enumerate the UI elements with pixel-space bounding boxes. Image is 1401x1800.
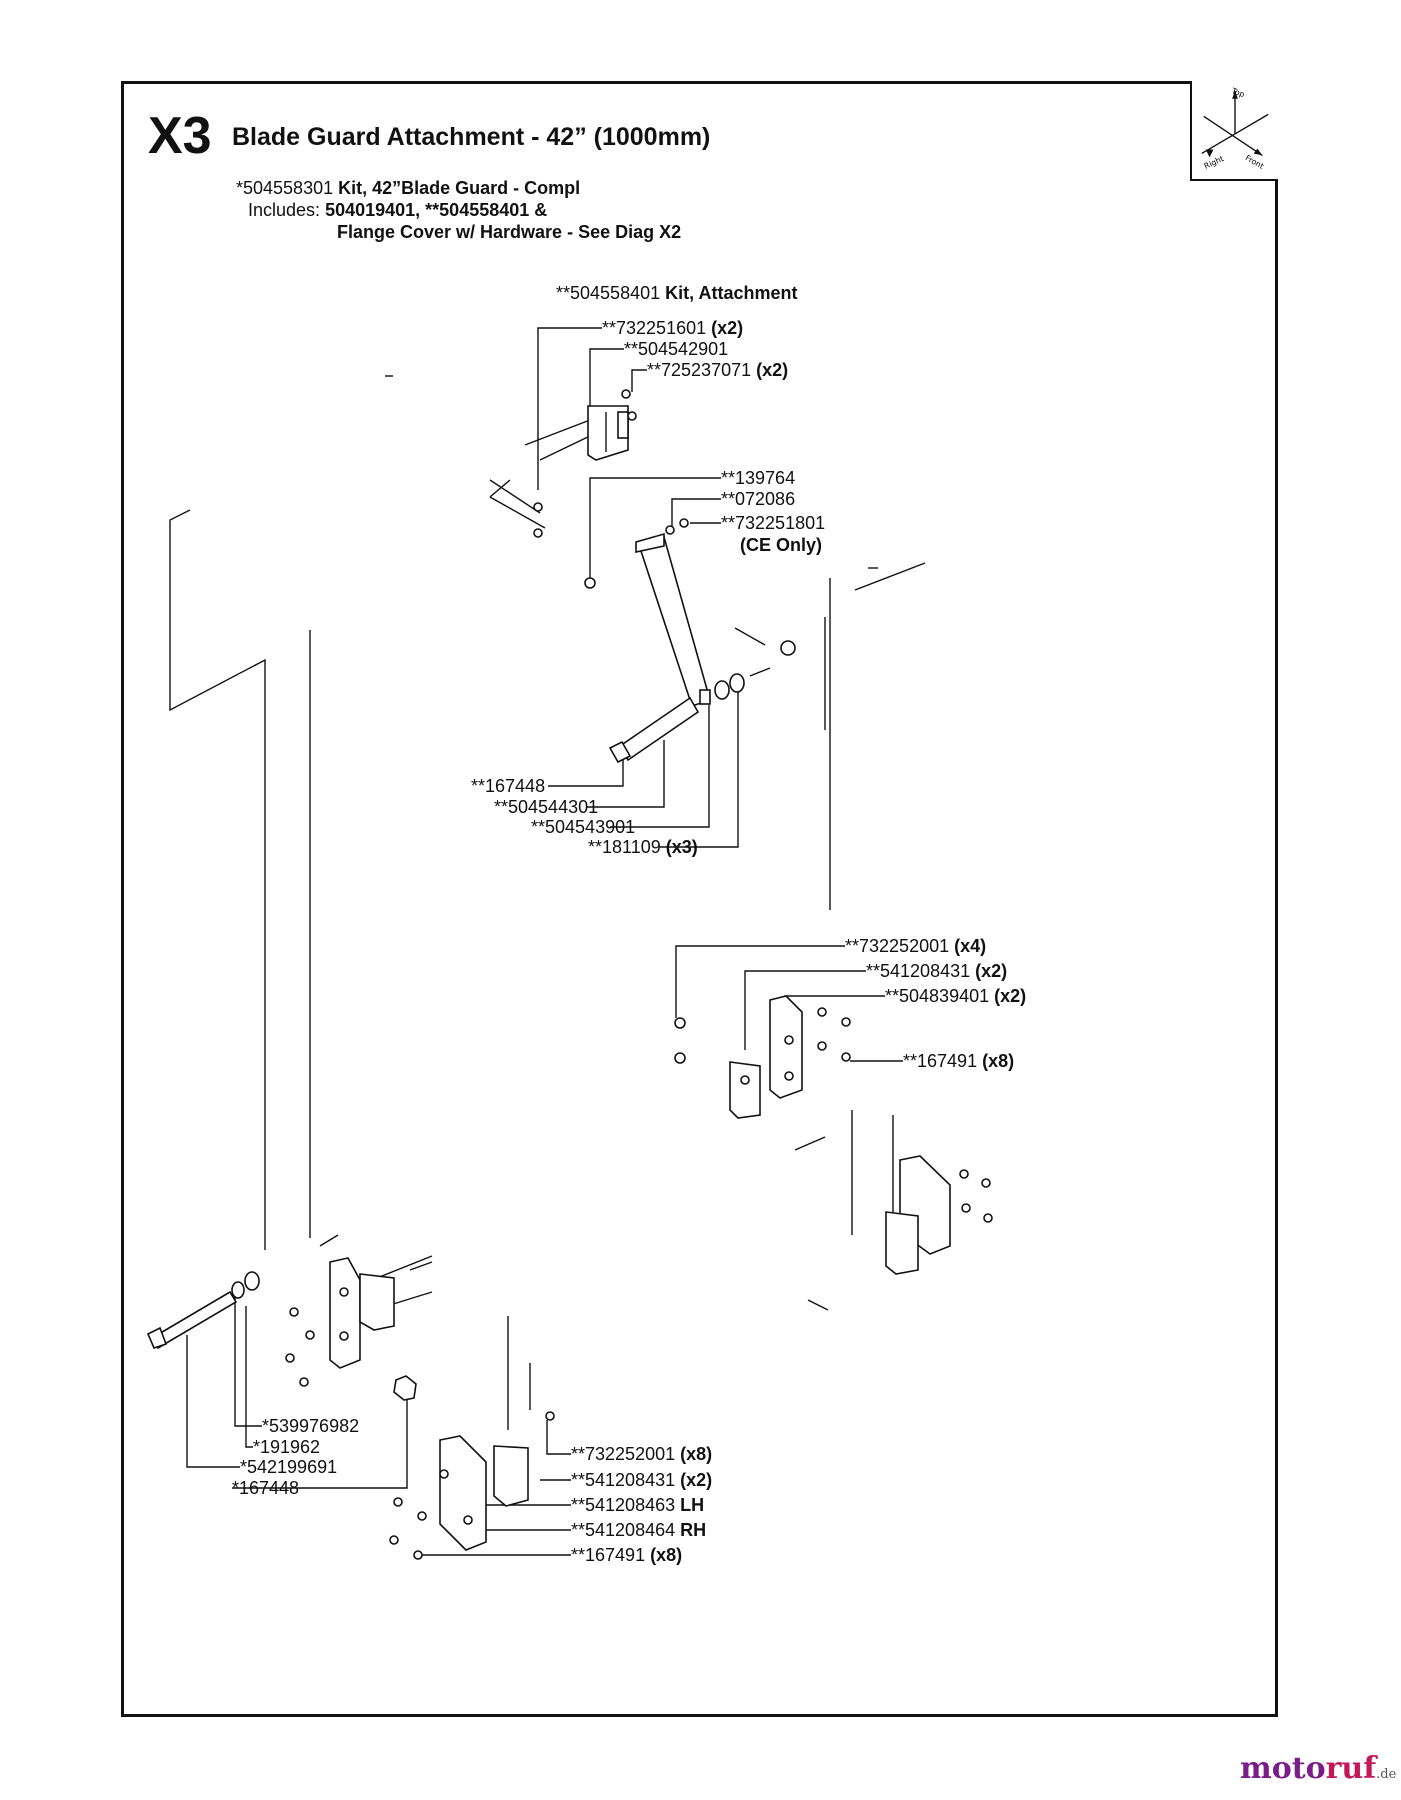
callout-c4: **139764 <box>721 468 795 488</box>
right-side-plates <box>885 1155 993 1275</box>
lower-left-bolt-assembly <box>146 1257 417 1401</box>
attachment-kit-description: Kit, Attachment <box>665 283 798 303</box>
part-number: **725237071 <box>647 360 752 380</box>
callout-c1: **732251601 (x2) <box>602 318 743 338</box>
kit-description: Kit, 42”Blade Guard - Compl <box>338 178 581 198</box>
part-number: *542199691 <box>240 1457 338 1477</box>
kit-number: *504558301 <box>236 178 334 198</box>
part-qty: (x4) <box>954 936 987 956</box>
callout-c14: **504839401 (x2) <box>885 986 1026 1006</box>
attachment-kit-label: **504558401 Kit, Attachment <box>556 283 797 303</box>
leader-lines <box>186 327 903 1556</box>
part-qty: (x2) <box>680 1470 713 1490</box>
watermark-part2: ruf <box>1325 1751 1377 1786</box>
part-number: **732252001 <box>845 936 950 956</box>
part-qty: (x2) <box>711 318 744 338</box>
diagram-code: X3 <box>148 107 212 165</box>
callout-c16: *539976982 <box>262 1416 359 1436</box>
part-number: **541208464 <box>571 1520 676 1540</box>
pivot-rod-assembly <box>608 667 771 764</box>
part-number: **167448 <box>471 776 546 796</box>
callout-c5: **072086 <box>721 489 795 509</box>
part-number: **504543901 <box>531 817 636 837</box>
part-qty: (x2) <box>756 360 789 380</box>
part-qty: (x8) <box>982 1051 1015 1071</box>
part-qty: LH <box>680 1495 705 1515</box>
watermark-tld: .de <box>1376 1767 1397 1782</box>
part-number: **167491 <box>571 1545 646 1565</box>
part-number: **541208463 <box>571 1495 676 1515</box>
callout-c21: **541208431 (x2) <box>571 1470 712 1490</box>
callout-c12: **732252001 (x4) <box>845 936 986 956</box>
diagram-frame <box>121 81 1278 1717</box>
part-qty: (x8) <box>650 1545 683 1565</box>
part-number: **181109 <box>588 837 661 857</box>
part-number: *539976982 <box>262 1416 360 1436</box>
part-qty: (x8) <box>680 1444 713 1464</box>
kit-line-1: *504558301 Kit, 42”Blade Guard - Compl <box>236 178 580 198</box>
part-number: **504542901 <box>624 339 729 359</box>
part-number: **072086 <box>721 489 796 509</box>
part-number: **504544301 <box>494 797 599 817</box>
part-number: **139764 <box>721 468 796 488</box>
part-number: **732251601 <box>602 318 707 338</box>
kit-includes-parts: 504019401, **504558401 & <box>325 200 548 220</box>
part-number: **541208431 <box>571 1470 676 1490</box>
kit-line-2: Includes: 504019401, **504558401 & <box>248 200 547 220</box>
compass-axes-icon: Top Right Front <box>1201 86 1269 171</box>
callout-c22: **541208463 LH <box>571 1495 704 1515</box>
callout-c24: **167491 (x8) <box>571 1545 682 1565</box>
callout-c2: **504542901 <box>624 339 728 359</box>
lower-bracket-plates <box>389 1411 555 1560</box>
callout-c8: **167448 <box>471 776 545 796</box>
upper-mount-bracket <box>533 389 637 538</box>
kit-line-3: Flange Cover w/ Hardware - See Diag X2 <box>337 222 682 242</box>
site-watermark: motoruf.de <box>1240 1752 1396 1792</box>
part-qty: (x2) <box>994 986 1027 1006</box>
part-number: **504839401 <box>885 986 990 1006</box>
callout-c18: *542199691 <box>240 1457 337 1477</box>
part-number: **167491 <box>903 1051 978 1071</box>
orientation-compass: Top Right Front <box>1190 81 1278 181</box>
watermark-part1: moto <box>1240 1751 1326 1786</box>
callout-c7: (CE Only) <box>740 535 823 555</box>
attachment-kit-number: **504558401 <box>556 283 661 303</box>
callout-c13: **541208431 (x2) <box>866 961 1007 981</box>
callout-c6: **732251801 <box>721 513 825 533</box>
part-number: *191962 <box>253 1437 321 1457</box>
callout-c20: **732252001 (x8) <box>571 1444 712 1464</box>
callout-c10: **504543901 <box>531 817 635 837</box>
middle-bracket-plates <box>674 995 851 1119</box>
callout-c9: **504544301 <box>494 797 598 817</box>
callout-c15: **167491 (x8) <box>903 1051 1014 1071</box>
part-number: **732251801 <box>721 513 826 533</box>
diagram-title: Blade Guard Attachment - 42” (1000mm) <box>232 123 711 151</box>
callout-c23: **541208464 RH <box>571 1520 706 1540</box>
kit-includes-label: Includes: <box>248 200 321 220</box>
guard-strut-arm <box>584 518 796 708</box>
deck-phantom-outline <box>169 375 926 1430</box>
callout-c17: *191962 <box>253 1437 320 1457</box>
part-qty: (x2) <box>975 961 1008 981</box>
callout-c3: **725237071 (x2) <box>647 360 788 380</box>
part-number: **541208431 <box>866 961 971 981</box>
part-qty: RH <box>680 1520 707 1540</box>
part-number: **732252001 <box>571 1444 676 1464</box>
